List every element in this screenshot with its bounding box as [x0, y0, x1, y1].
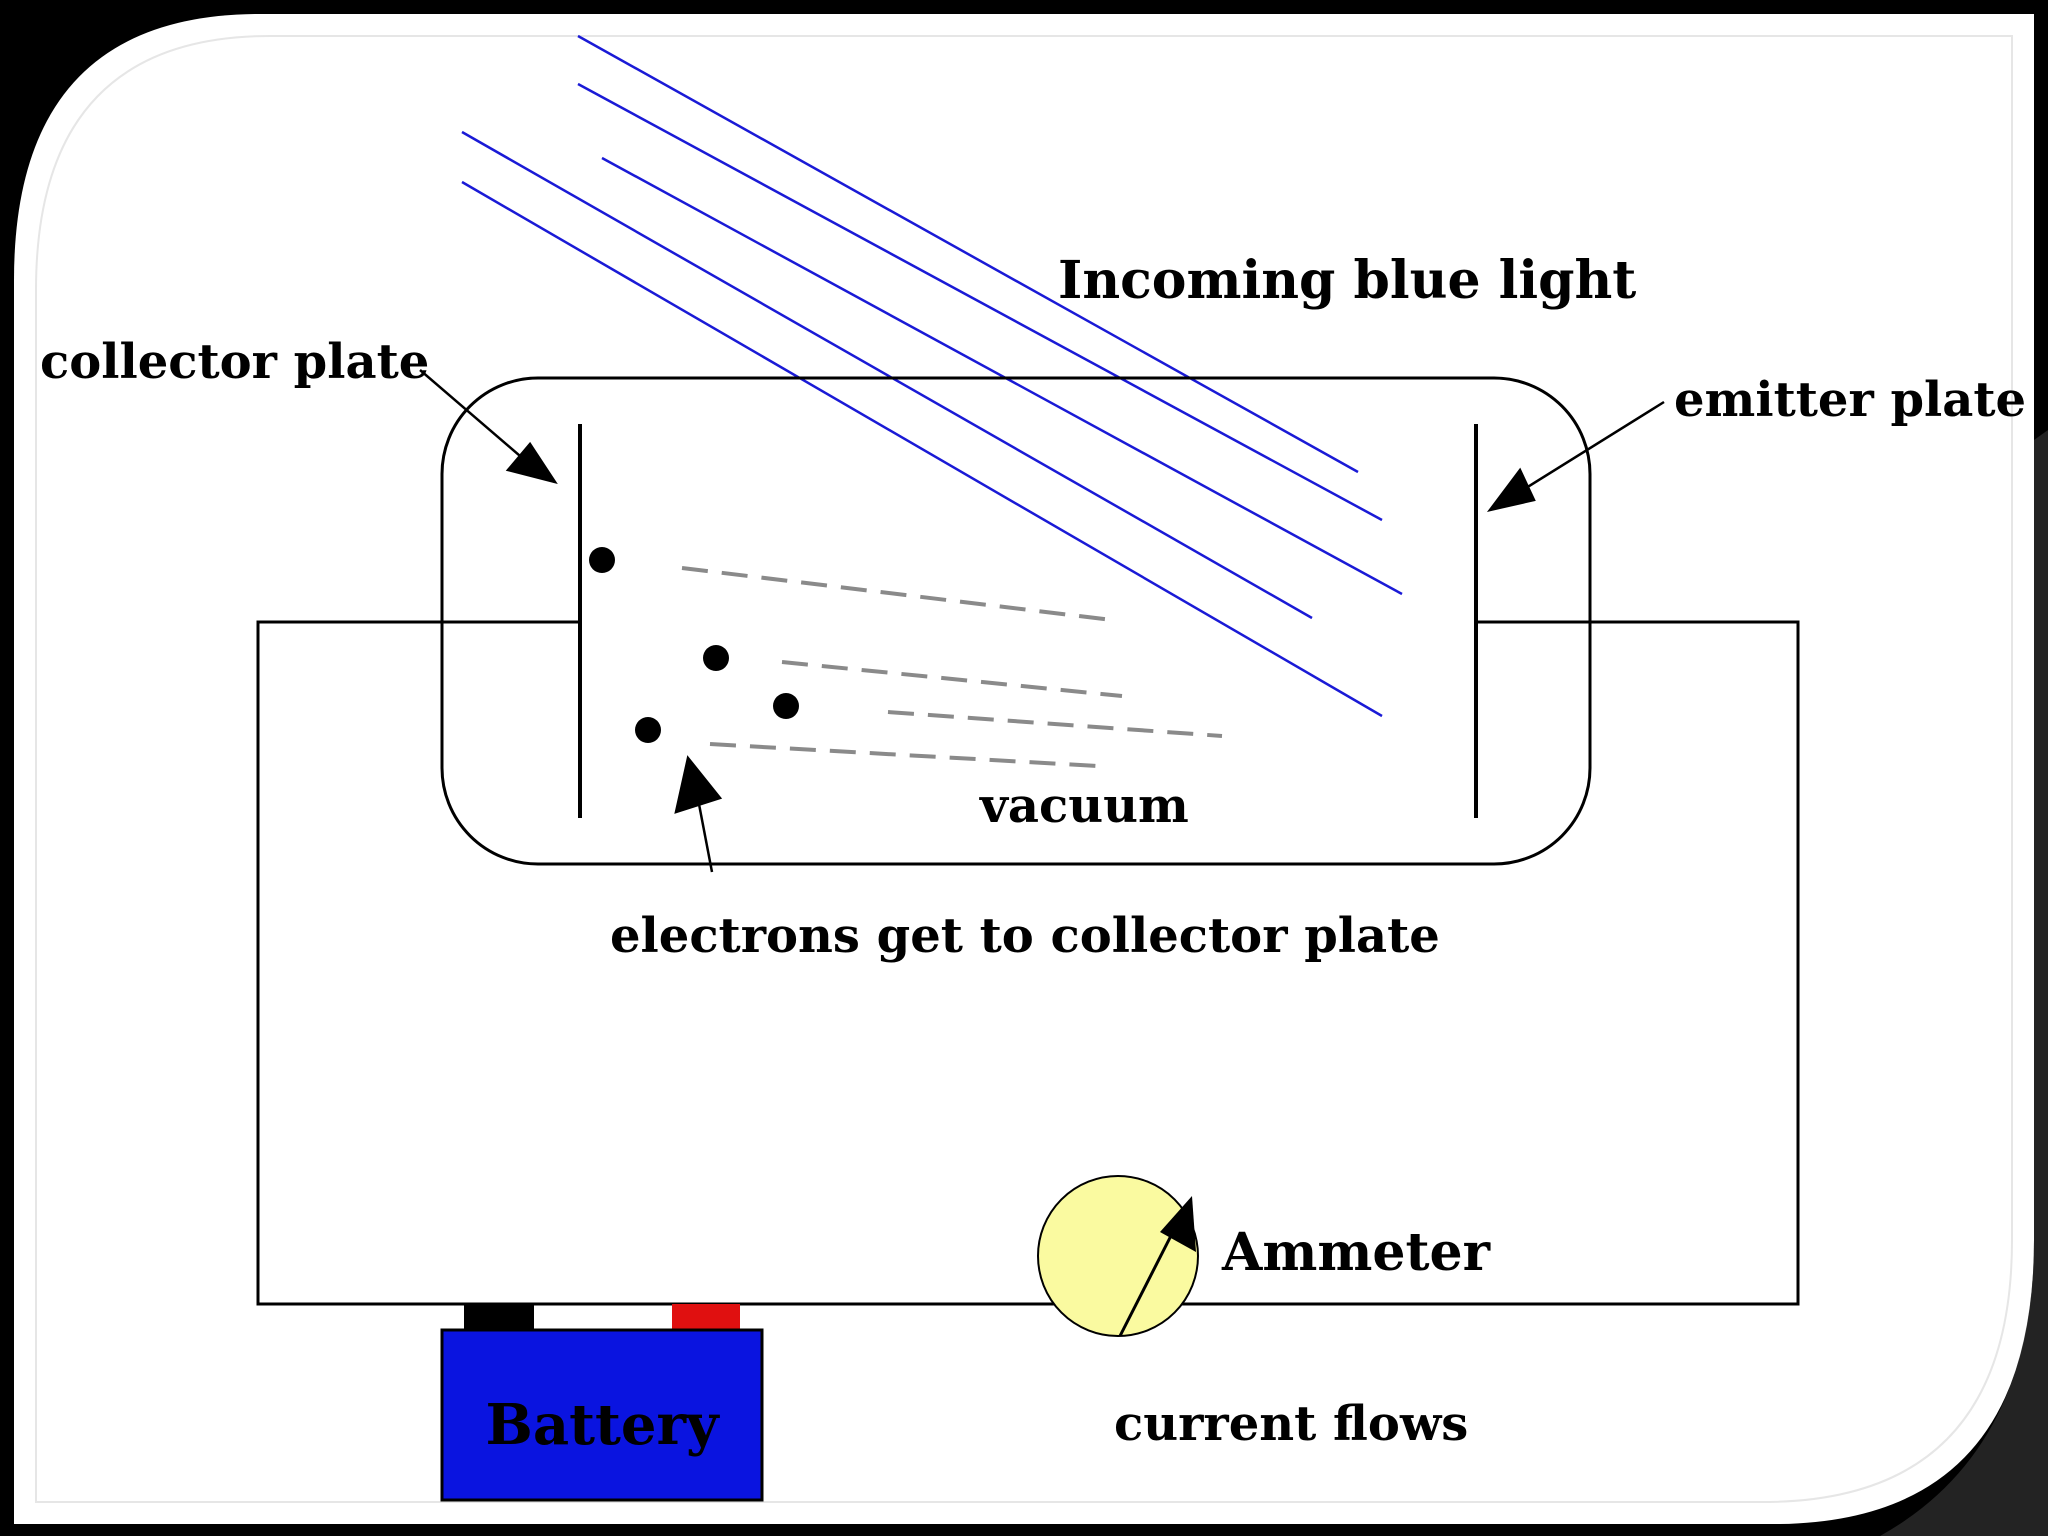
electrons-arrow-head: [674, 755, 723, 814]
current-flows-label: current flows: [1114, 1396, 1468, 1452]
electron-trail: [887, 710, 1223, 738]
collector-plate-label: collector plate: [40, 334, 429, 390]
electrons: [589, 547, 799, 743]
emitter-arrow-shaft: [1509, 400, 1665, 500]
emitter-plate-label: emitter plate: [1674, 372, 2026, 428]
battery: [440, 1304, 764, 1502]
ammeter-label: Ammeter: [1221, 1222, 1491, 1283]
circuit-wire: [256, 620, 1800, 1306]
electron-trail: [681, 566, 1113, 622]
light-ray: [577, 82, 1383, 522]
vacuum-tube: [440, 376, 1592, 866]
incoming-light-label: Incoming blue light: [1058, 250, 1636, 311]
battery-body: [440, 1328, 764, 1502]
electrons-label: electrons get to collector plate: [610, 908, 1440, 964]
battery-negative-terminal: [464, 1304, 534, 1330]
ammeter: [1037, 1175, 1199, 1337]
frame-edge-shadow: [1880, 430, 2048, 1536]
electron: [773, 693, 799, 719]
electron: [703, 645, 729, 671]
electron-trails: [681, 566, 1223, 768]
slide-panel: [14, 14, 2034, 1524]
battery-positive-terminal: [672, 1304, 740, 1330]
collector-arrow-head: [505, 441, 558, 485]
electron: [589, 547, 615, 573]
ammeter-needle: [1118, 1217, 1182, 1337]
electron: [635, 717, 661, 743]
light-ray: [461, 180, 1383, 718]
light-rays: [461, 34, 1403, 718]
light-ray: [577, 34, 1359, 474]
vacuum-label: vacuum: [979, 778, 1189, 834]
light-ray: [601, 156, 1403, 596]
ammeter-needle-head: [1160, 1196, 1196, 1252]
electron-trail: [709, 742, 1099, 768]
light-ray: [461, 130, 1313, 620]
slide-panel-inner-border: [35, 35, 2013, 1503]
emitter-arrow-head: [1486, 467, 1536, 512]
electron-trail: [781, 660, 1123, 698]
arrows: [419, 369, 1665, 873]
ammeter-face: [1037, 1175, 1199, 1337]
battery-label: Battery: [485, 1392, 719, 1458]
collector-arrow-shaft: [419, 369, 535, 469]
